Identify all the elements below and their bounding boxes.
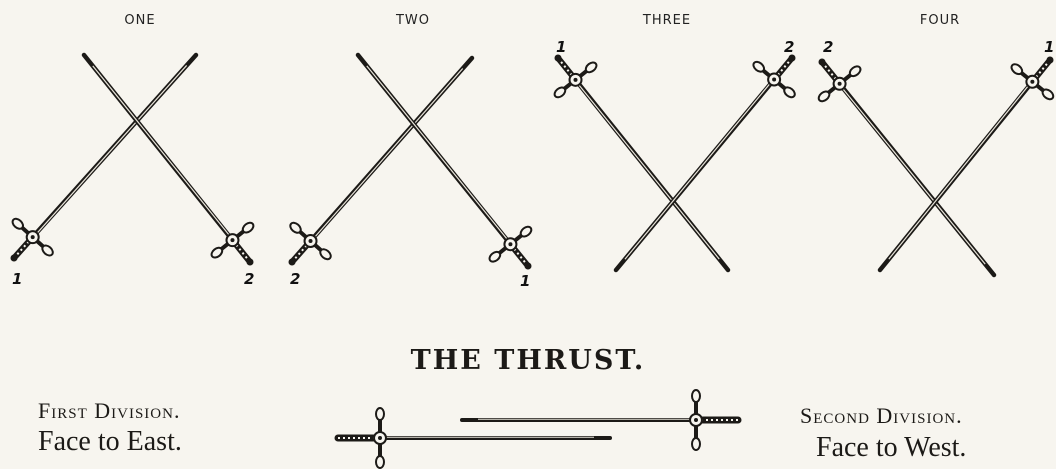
panel-label-one: ONE: [124, 13, 155, 28]
first-division-facing: Face to East.: [38, 426, 182, 458]
panel-four-sword-left: [817, 59, 994, 276]
panel-label-three: THREE: [643, 13, 691, 28]
panel-label-two: TWO: [396, 13, 430, 28]
panel-two-number-left: 2: [290, 270, 300, 288]
panel-four-number-left: 2: [823, 38, 833, 56]
thrust-sword-lower: [338, 408, 610, 468]
first-division-heading: First Division.: [38, 398, 180, 424]
second-division-facing: Face to West.: [816, 432, 966, 464]
panel-four-number-right: 1: [1044, 38, 1054, 56]
panel-three-number-right: 2: [784, 38, 794, 56]
panel-one-number-right: 2: [244, 270, 254, 288]
panel-three-number-left: 1: [556, 38, 566, 56]
thrust-sword-upper: [462, 390, 738, 450]
panel-one-number-left: 1: [12, 270, 22, 288]
panel-label-four: FOUR: [920, 13, 960, 28]
panel-two-number-right: 1: [520, 272, 530, 290]
second-division-heading: Second Division.: [800, 403, 963, 429]
page-title: THE THRUST.: [411, 345, 646, 376]
